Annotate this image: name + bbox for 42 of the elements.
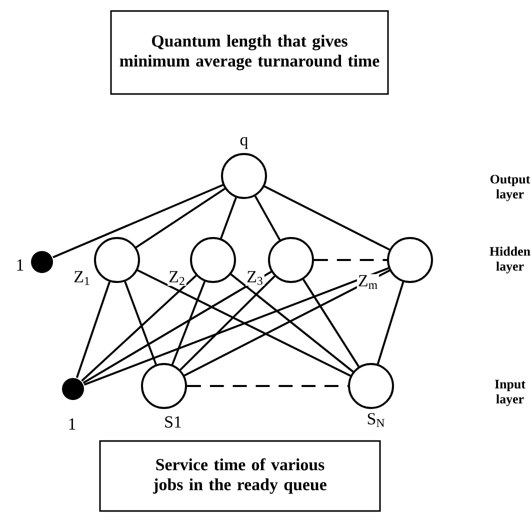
connector-line xyxy=(184,270,390,376)
connector-line xyxy=(81,274,197,382)
node-label: q xyxy=(238,136,250,150)
connector-line xyxy=(84,267,389,386)
neuron-circle xyxy=(190,237,236,283)
connector-line xyxy=(76,281,111,378)
bias-dot xyxy=(31,251,53,273)
layer-label: Hidden layer xyxy=(490,246,530,274)
connector-line xyxy=(171,281,206,365)
neuron-circle xyxy=(387,237,433,283)
neuron-circle xyxy=(268,237,314,283)
neuron-circle xyxy=(94,237,140,283)
dashed-connector xyxy=(314,259,387,261)
connector-line xyxy=(302,278,360,368)
text-box: Service time of various jobs in the ready queue xyxy=(99,440,381,512)
neuron-circle xyxy=(221,153,267,199)
connector-line xyxy=(137,269,351,377)
node-label: Z$_{m}$ xyxy=(356,274,380,290)
node-label: S1 xyxy=(163,415,183,429)
layer-label: Input layer xyxy=(494,380,526,406)
connector-line xyxy=(180,275,276,370)
connector-line xyxy=(376,282,404,364)
connector-line xyxy=(230,274,354,372)
node-label: Z$_{1}$ xyxy=(72,270,92,286)
node-label: S$_{N}$ xyxy=(366,412,386,428)
connector-line xyxy=(254,196,281,240)
layer-label: Output layer xyxy=(490,174,530,202)
connector-line xyxy=(136,188,226,248)
connector-line xyxy=(264,185,390,250)
node-label: 1 xyxy=(66,417,78,431)
bias-dot xyxy=(62,378,84,400)
connector-line xyxy=(52,184,224,258)
node-label: 1 xyxy=(14,258,26,272)
connector-line xyxy=(82,270,272,384)
node-label: Z$_{2}$ xyxy=(168,270,186,286)
neuron-circle xyxy=(348,363,394,409)
node-label: Z$_{3}$ xyxy=(246,270,264,286)
neuron-circle xyxy=(141,363,187,409)
connector-line xyxy=(124,281,157,365)
connector-line xyxy=(220,197,237,239)
dashed-connector xyxy=(187,385,348,387)
text-box: Quantum length that gives minimum average turnaround time xyxy=(110,10,389,95)
